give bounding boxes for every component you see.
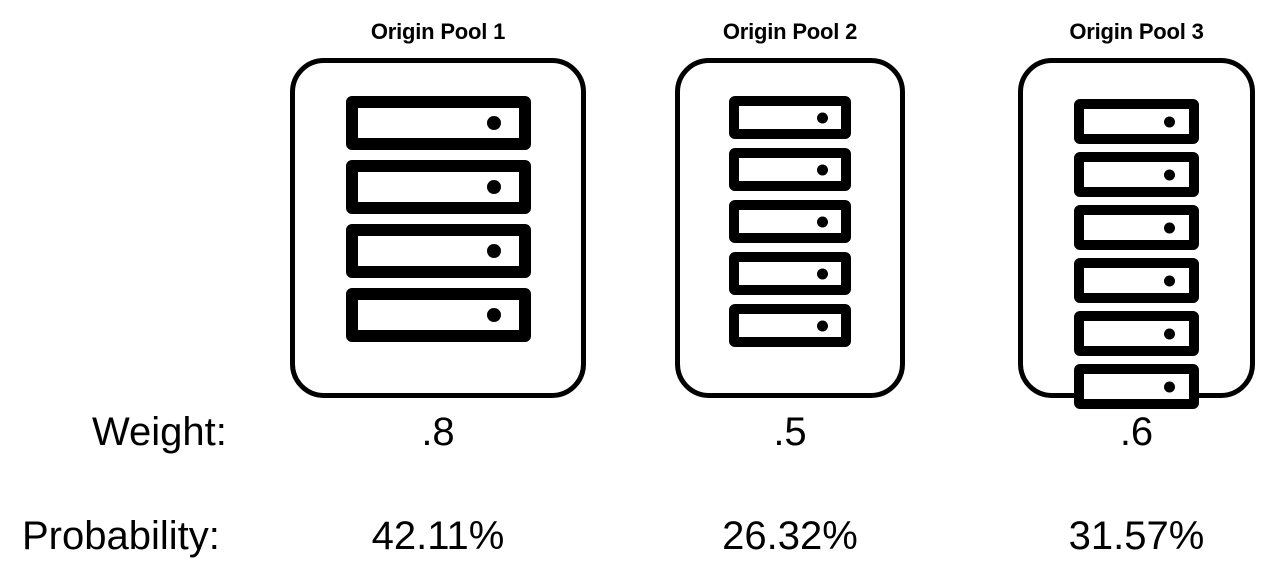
origin-pool-2-box	[675, 58, 905, 398]
status-led-icon	[817, 164, 828, 175]
status-led-icon	[486, 180, 501, 194]
server-list-pool-3	[1074, 99, 1199, 417]
server-list-pool-2	[729, 96, 851, 356]
server-unit	[729, 96, 851, 139]
status-led-icon	[1164, 169, 1175, 180]
origin-pool-1-box	[290, 58, 586, 398]
pool-title-2: Origin Pool 2	[722, 19, 858, 44]
server-unit	[345, 160, 531, 214]
status-led-icon	[486, 244, 501, 258]
weight-row-label: Weight:	[92, 410, 227, 454]
server-unit	[729, 304, 851, 347]
status-led-icon	[817, 112, 828, 123]
server-unit	[1074, 152, 1199, 197]
server-unit	[729, 200, 851, 243]
server-unit	[1074, 364, 1199, 409]
status-led-icon	[486, 116, 501, 130]
status-led-icon	[1164, 275, 1175, 286]
status-led-icon	[1164, 328, 1175, 339]
probability-value-pool-3: 31.57%	[1068, 514, 1205, 558]
status-led-icon	[817, 216, 828, 227]
status-led-icon	[1164, 116, 1175, 127]
weight-value-pool-3: .6	[1119, 410, 1154, 454]
weight-value-pool-2: .5	[773, 410, 807, 454]
status-led-icon	[817, 268, 828, 279]
probability-value-pool-2: 26.32%	[722, 514, 858, 558]
server-unit	[345, 224, 531, 278]
status-led-icon	[817, 320, 828, 331]
pool-title-3: Origin Pool 3	[1069, 19, 1204, 44]
server-list-pool-1	[345, 96, 531, 352]
status-led-icon	[1164, 222, 1175, 233]
server-unit	[345, 96, 531, 150]
server-unit	[1074, 99, 1199, 144]
server-unit	[1074, 311, 1199, 356]
origin-pool-3-box	[1018, 58, 1255, 409]
server-unit	[1074, 258, 1199, 303]
status-led-icon	[1164, 381, 1175, 392]
server-unit	[1074, 205, 1199, 250]
pool-title-1: Origin Pool 1	[370, 19, 506, 44]
status-led-icon	[486, 308, 501, 322]
probability-value-pool-1: 42.11%	[371, 514, 505, 558]
server-unit	[729, 148, 851, 191]
server-unit	[345, 288, 531, 342]
server-unit	[729, 252, 851, 295]
probability-row-label: Probability:	[22, 514, 220, 558]
weight-value-pool-1: .8	[421, 410, 455, 454]
